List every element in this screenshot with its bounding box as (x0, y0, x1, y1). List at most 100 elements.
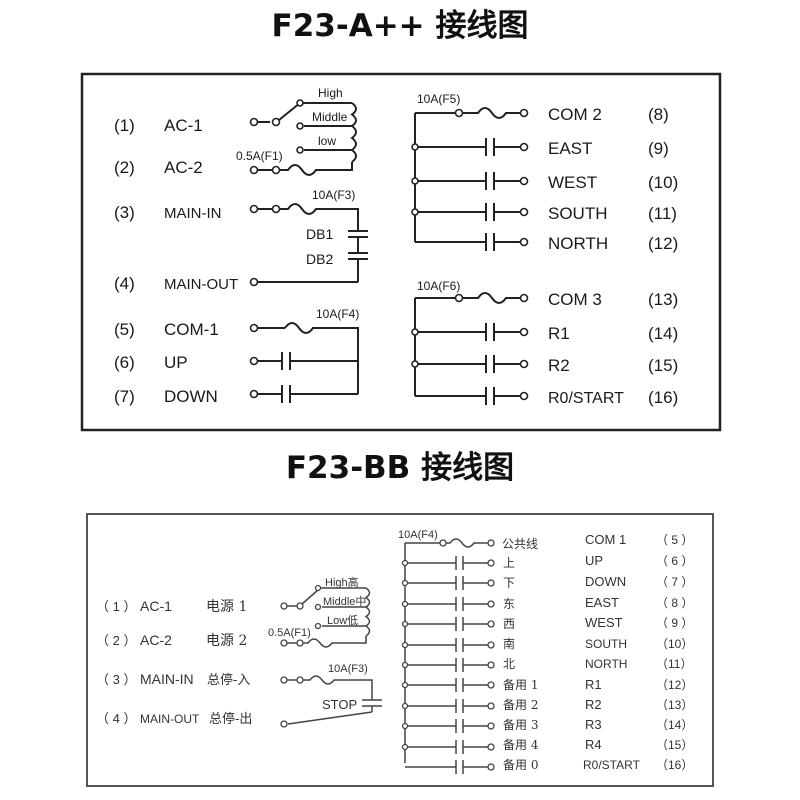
b-right-5-number: （ 9 ） (656, 616, 693, 630)
terminal-7-number: (7) (114, 387, 135, 406)
fuse-f5-label: 10A(F5) (417, 92, 460, 106)
diagram-b-title: F23-BB 接线图 (286, 450, 514, 486)
b-right-10-name: R3 (585, 717, 602, 732)
diagram-a-right-labels: COM 2 (8) EAST (9) WEST (10) SOUTH (11) … (548, 105, 678, 407)
terminal-4-name: MAIN-OUT (164, 276, 238, 293)
fuse-f4-label: 10A(F4) (316, 307, 359, 321)
contact-east (411, 138, 529, 156)
b-tap-low-label: Low低 (327, 614, 358, 627)
b-right-6-cn: 南 (503, 636, 515, 651)
b-fuse-f1-label: 0.5A(F1) (268, 627, 311, 639)
b-terminal-3-number: （ 3 ） (96, 672, 136, 687)
terminal-2-number: (2) (114, 158, 135, 177)
b-contact (401, 658, 495, 672)
b-contact (401, 576, 495, 590)
terminal-6-number: (6) (114, 353, 135, 372)
relay-db1-label: DB1 (306, 226, 333, 242)
b-right-9-number: （13） (656, 698, 693, 712)
b-contact (401, 597, 495, 611)
diagram-b-left-labels: （ 1 ） AC-1 电源 1 （ 2 ） AC-2 电源 2 （ 3 ） MA… (96, 598, 252, 727)
terminal-14-number: (14) (648, 324, 678, 343)
b-contacts (401, 556, 495, 774)
terminal-10-number: (10) (648, 173, 678, 192)
terminal-8-number: (8) (648, 105, 669, 124)
b-right-7-cn: 北 (503, 657, 515, 671)
terminal-4-number: (4) (114, 274, 135, 293)
terminal-16-name: R0/START (548, 390, 624, 407)
fuse-f1-label: 0.5A(F1) (236, 149, 283, 163)
b-right-2-name: UP (585, 553, 603, 568)
b-terminal-4-cn: 总停-出 (209, 711, 252, 727)
terminal-13-number: (13) (648, 290, 678, 309)
terminal-6-name: UP (164, 353, 188, 372)
b-right-1-cn: 公共线 (502, 537, 538, 551)
b-right-4-number: （ 8 ） (656, 596, 693, 610)
voltage-selector-b: High高 Middle中 Low低 (280, 575, 371, 637)
b-terminal-1-cn: 电源 1 (206, 599, 247, 615)
b-contact (401, 678, 495, 692)
b-right-1-name: COM 1 (585, 532, 626, 547)
fuse-f3-label: 10A(F3) (312, 188, 355, 202)
b-right-9-name: R2 (585, 697, 602, 712)
com1-circuit-a: 10A(F4) (249, 307, 359, 403)
tap-low-label: low (318, 134, 336, 148)
b-terminal-2-cn: 电源 2 (206, 633, 247, 649)
terminal-14-name: R1 (548, 324, 570, 343)
b-contact (401, 699, 495, 713)
terminal-9-number: (9) (648, 139, 669, 158)
contact-north (415, 233, 529, 251)
terminal-12-number: (12) (648, 234, 678, 253)
contact-south (411, 203, 529, 221)
terminal-9-name: EAST (548, 139, 592, 158)
b-right-7-name: NORTH (585, 657, 627, 671)
terminal-5-number: (5) (114, 320, 135, 339)
relay-db2-label: DB2 (306, 251, 333, 267)
terminal-1-name: AC-1 (164, 116, 203, 135)
contact-r0 (415, 387, 529, 405)
b-contact (401, 556, 495, 570)
b-right-6-name: SOUTH (585, 637, 627, 651)
com2-circuit-a: 10A(F5) (411, 92, 529, 251)
b-right-11-name: R4 (585, 737, 602, 752)
ac2-circuit-a: 0.5A(F1) (236, 149, 353, 176)
b-terminal-2-number: （ 2 ） (96, 633, 136, 648)
b-right-2-number: （ 6 ） (656, 554, 693, 568)
terminal-15-number: (15) (648, 356, 678, 375)
b-right-11-number: （15） (656, 738, 693, 752)
b-right-12-number: （16） (656, 758, 693, 772)
terminal-1-number: (1) (114, 116, 135, 135)
contact-west (411, 172, 529, 190)
b-right-8-number: （12） (656, 678, 693, 692)
b-contact (401, 740, 495, 754)
b-right-5-name: WEST (585, 615, 623, 630)
b-right-12-name: R0/START (583, 758, 641, 772)
terminal-13-name: COM 3 (548, 290, 602, 309)
terminal-2-name: AC-2 (164, 158, 203, 177)
b-right-4-cn: 东 (503, 597, 515, 611)
com3-circuit-a: 10A(F6) (411, 279, 529, 405)
voltage-selector-a: High Middle low (249, 86, 357, 163)
b-right-10-cn: 备用 3 (503, 718, 538, 732)
terminal-16-number: (16) (648, 388, 678, 407)
contact-r1 (411, 323, 529, 341)
terminal-5-name: COM-1 (164, 320, 219, 339)
b-tap-middle-label: Middle中 (323, 595, 366, 608)
b-right-8-cn: 备用 1 (503, 678, 538, 692)
b-right-7-number: （11） (656, 657, 692, 671)
terminal-3-name: MAIN-IN (164, 205, 222, 222)
main-circuit-b: 10A(F3) STOP (280, 663, 382, 728)
b-right-9-cn: 备用 2 (503, 698, 538, 712)
diagram-a-frame (80, 72, 722, 432)
b-contact (405, 760, 495, 774)
com-bus-b: 10A(F4) (398, 529, 495, 763)
b-right-3-number: （ 7 ） (656, 575, 693, 589)
b-right-8-name: R1 (585, 677, 602, 692)
terminal-7-name: DOWN (164, 387, 218, 406)
tap-high-label: High (318, 86, 343, 100)
terminal-10-name: WEST (548, 173, 597, 192)
b-right-6-number: （10） (656, 637, 693, 651)
b-right-3-name: DOWN (585, 574, 626, 589)
b-terminal-3-cn: 总停-入 (207, 672, 250, 688)
contact-r2 (411, 355, 529, 373)
